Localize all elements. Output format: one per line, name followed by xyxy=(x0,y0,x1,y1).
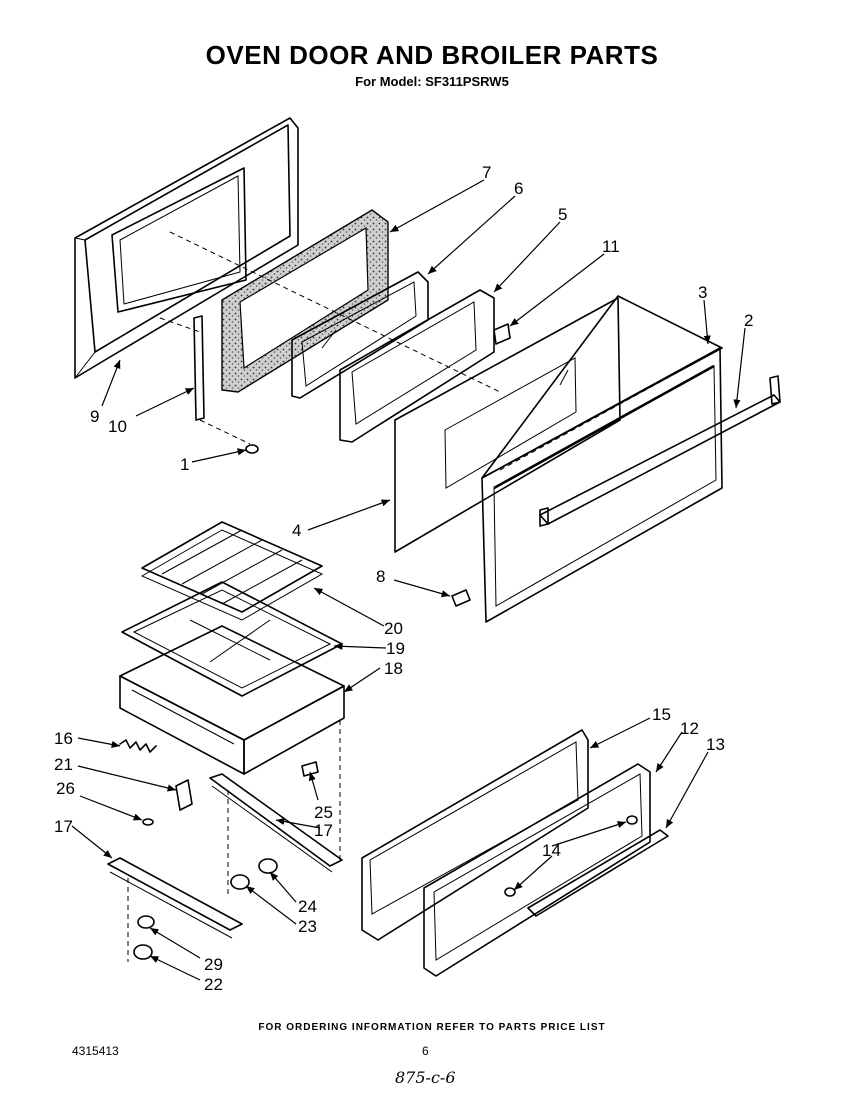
part-broiler-grid xyxy=(140,521,324,621)
callout-23: 23 xyxy=(298,917,317,936)
callout-2: 2 xyxy=(744,311,753,330)
callout-8: 8 xyxy=(376,567,385,586)
callout-5: 5 xyxy=(558,205,567,224)
callout-9: 9 xyxy=(90,407,99,426)
part-door-gasket xyxy=(221,209,389,393)
callout-20: 20 xyxy=(384,619,403,638)
part-broiler-door-handle xyxy=(527,829,669,917)
part-broiler-door-inner xyxy=(361,729,589,941)
callout-4: 4 xyxy=(292,521,301,540)
callout-17-lower: 17 xyxy=(54,817,73,836)
page-number: 6 xyxy=(422,1044,429,1058)
part-small-screw xyxy=(142,818,154,826)
explode-lines-door xyxy=(159,231,501,445)
callout-14: 14 xyxy=(542,841,561,860)
part-roller-24 xyxy=(258,858,278,874)
callout-25: 25 xyxy=(314,803,333,822)
callout-6: 6 xyxy=(514,179,523,198)
callout-leaders xyxy=(71,179,746,981)
callout-17-upper: 17 xyxy=(314,821,333,840)
part-clip xyxy=(301,761,319,777)
diagram-title: OVEN DOOR AND BROILER PARTS xyxy=(205,40,659,70)
callout-21: 21 xyxy=(54,755,73,774)
callout-24: 24 xyxy=(298,897,317,916)
callout-19: 19 xyxy=(386,639,405,658)
part-slide-rail-upper xyxy=(209,773,343,873)
callout-1: 1 xyxy=(180,455,189,474)
part-spring xyxy=(119,739,157,753)
part-bracket xyxy=(493,323,511,345)
part-roller-22 xyxy=(133,944,153,960)
part-broiler-door-outer xyxy=(423,763,651,977)
part-outer-door xyxy=(481,295,723,623)
callout-26: 26 xyxy=(56,779,75,798)
callout-numbers: 7 6 5 11 3 2 9 10 1 4 8 20 19 18 16 21 2… xyxy=(54,163,753,994)
part-roller-23 xyxy=(230,874,250,890)
part-broiler-pan-insert xyxy=(121,581,343,697)
part-inner-door-panel xyxy=(74,117,299,379)
handwritten-note: 875-c-6 xyxy=(395,1068,456,1087)
part-outer-door-glass xyxy=(394,297,621,553)
part-inner-glass-frame xyxy=(339,289,495,443)
callout-3: 3 xyxy=(698,283,707,302)
callout-29: 29 xyxy=(204,955,223,974)
part-hinge-clip xyxy=(451,589,471,607)
model-subtitle: For Model: SF311PSRW5 xyxy=(355,74,509,89)
part-retaining-screws xyxy=(504,815,638,897)
explode-lines-broiler xyxy=(127,720,341,962)
callout-13: 13 xyxy=(706,735,725,754)
callout-16: 16 xyxy=(54,729,73,748)
callout-10: 10 xyxy=(108,417,127,436)
callout-12: 12 xyxy=(680,719,699,738)
part-latch xyxy=(175,779,193,811)
part-screw xyxy=(245,444,259,454)
callout-15: 15 xyxy=(652,705,671,724)
part-door-spacer xyxy=(193,315,205,421)
callout-22: 22 xyxy=(204,975,223,994)
callout-7: 7 xyxy=(482,163,491,182)
callout-11: 11 xyxy=(602,237,620,256)
part-door-handle xyxy=(539,375,781,527)
ordering-info-note: FOR ORDERING INFORMATION REFER TO PARTS … xyxy=(258,1022,606,1033)
document-number: 4315413 xyxy=(72,1044,119,1058)
part-roller-29 xyxy=(137,915,155,929)
callout-18: 18 xyxy=(384,659,403,678)
part-slide-rail-lower xyxy=(107,857,243,939)
